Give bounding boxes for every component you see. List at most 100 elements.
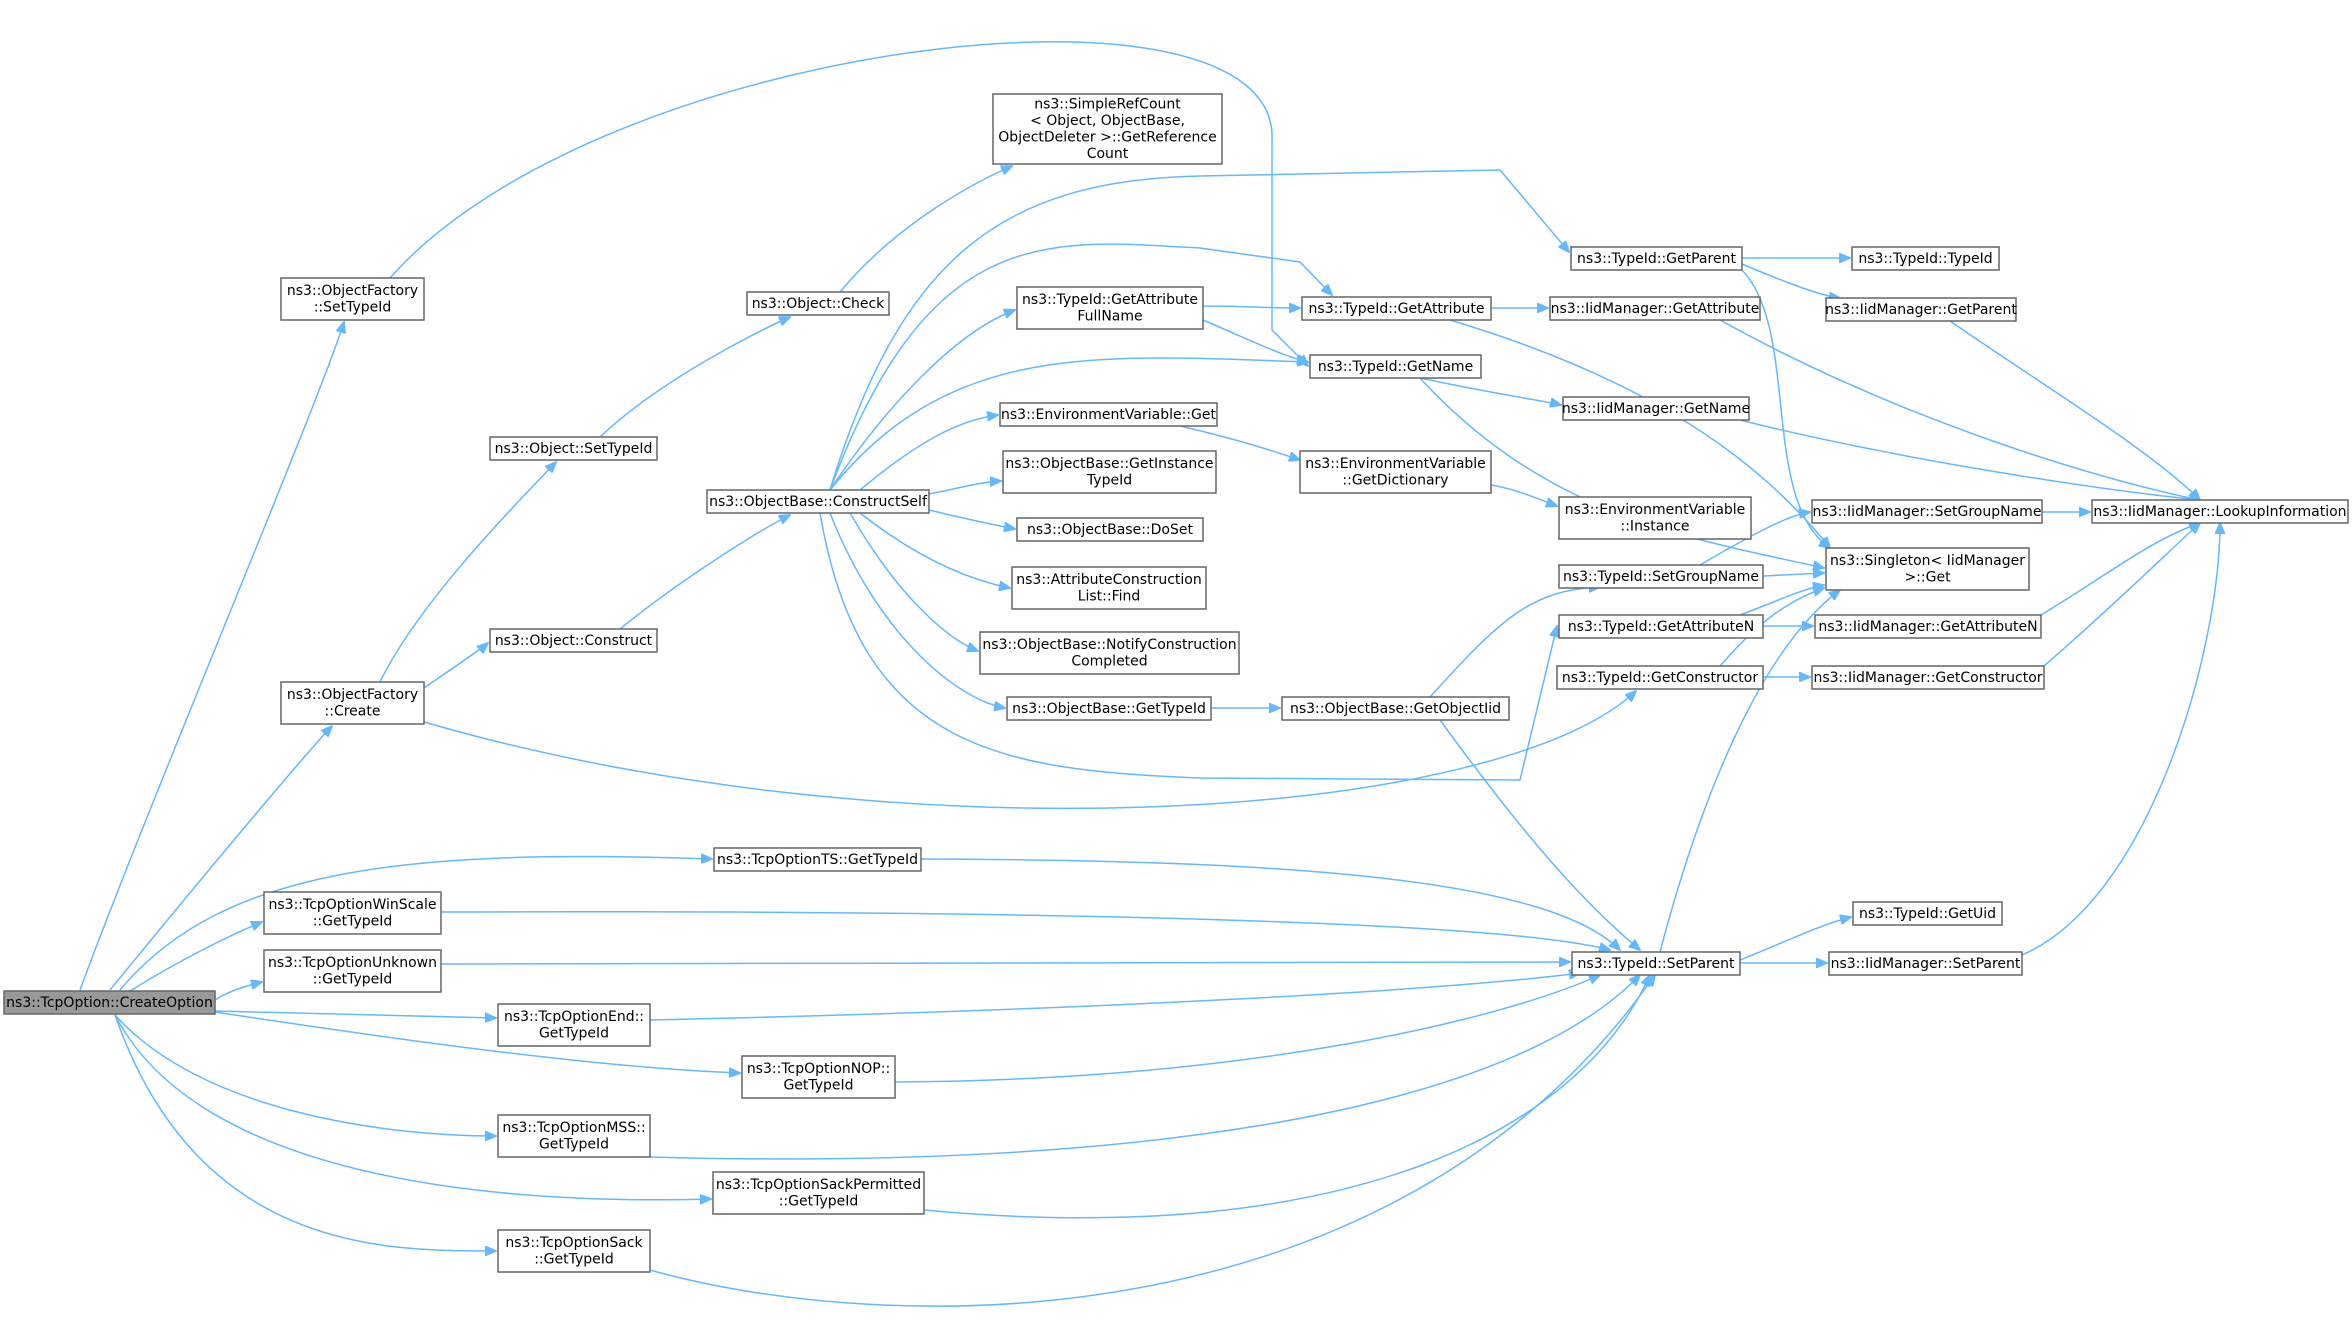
edge-create_option-to-mss_gettypeid bbox=[114, 1014, 496, 1136]
node-label: ns3::TypeId::GetAttribute bbox=[1309, 301, 1485, 317]
node-label: ns3::ObjectBase::GetObjectIid bbox=[1290, 701, 1501, 717]
node-label: ns3::ObjectFactory bbox=[287, 283, 418, 299]
edge-construct_self-to-typeid_getattributen bbox=[819, 512, 1557, 781]
node-box bbox=[497, 1003, 651, 1047]
edge-create_option-to-ts_gettypeid bbox=[119, 856, 712, 991]
node-typeid_typeid[interactable]: ns3::TypeId::TypeId bbox=[1851, 246, 2000, 271]
node-box bbox=[1281, 696, 1510, 721]
node-nop_gettypeid[interactable]: ns3::TcpOptionNOP::GetTypeId bbox=[741, 1055, 896, 1099]
node-iid_getattributen[interactable]: ns3::IidManager::GetAttributeN bbox=[1814, 614, 2042, 639]
node-obj_settypeid[interactable]: ns3::Object::SetTypeId bbox=[489, 436, 658, 461]
node-label: ::GetTypeId bbox=[779, 1194, 859, 1210]
node-of_settypeid[interactable]: ns3::ObjectFactory::SetTypeId bbox=[280, 277, 425, 321]
node-label: ns3::Object::Construct bbox=[495, 633, 653, 649]
node-label: ns3::ObjectBase::GetTypeId bbox=[1012, 701, 1206, 717]
node-simplerefcount[interactable]: ns3::SimpleRefCount< Object, ObjectBase,… bbox=[992, 93, 1223, 165]
node-singleton_get[interactable]: ns3::Singleton< IidManager>::Get bbox=[1825, 547, 2030, 591]
edge-construct_self-to-notify_construction bbox=[849, 512, 978, 651]
edge-construct_self-to-typeid_getparent bbox=[829, 169, 1569, 491]
node-label: ns3::SimpleRefCount bbox=[1034, 97, 1181, 113]
node-box bbox=[1309, 354, 1482, 379]
node-box bbox=[1299, 450, 1492, 494]
edge-obj_construct-to-construct_self bbox=[619, 515, 790, 630]
node-end_gettypeid[interactable]: ns3::TcpOptionEnd::GetTypeId bbox=[497, 1003, 651, 1047]
edge-of_create-to-obj_settypeid bbox=[379, 462, 556, 683]
edge-construct_self-to-typeid_getattribute bbox=[829, 243, 1332, 491]
edge-typeid_getparent-to-iid_getparent bbox=[1741, 263, 1840, 298]
node-iid_getparent[interactable]: ns3::IidManager::GetParent bbox=[1825, 297, 2017, 322]
node-box bbox=[1006, 696, 1212, 721]
node-label: < Object, ObjectBase, bbox=[1030, 113, 1185, 129]
node-iid_setgroupname[interactable]: ns3::IidManager::SetGroupName bbox=[1811, 499, 2043, 524]
node-label: ns3::TypeId::GetName bbox=[1318, 359, 1473, 375]
edge-nop_gettypeid-to-typeid_setparent bbox=[894, 975, 1600, 1083]
node-typeid_getconstructor[interactable]: ns3::TypeId::GetConstructor bbox=[1556, 665, 1764, 690]
edge-getattr_fullname-to-typeid_getattribute bbox=[1202, 306, 1300, 308]
node-label: List::Find bbox=[1078, 589, 1141, 605]
node-obj_check[interactable]: ns3::Object::Check bbox=[746, 291, 890, 316]
node-mss_gettypeid[interactable]: ns3::TcpOptionMSS::GetTypeId bbox=[497, 1114, 651, 1158]
node-box bbox=[489, 628, 658, 653]
node-box bbox=[263, 891, 442, 935]
node-box bbox=[1002, 450, 1217, 494]
node-doset[interactable]: ns3::ObjectBase::DoSet bbox=[1016, 517, 1204, 542]
node-label: ns3::ObjectFactory bbox=[287, 687, 418, 703]
node-typeid_getattribute[interactable]: ns3::TypeId::GetAttribute bbox=[1301, 296, 1492, 321]
node-label: ns3::TcpOptionEnd:: bbox=[504, 1009, 644, 1025]
node-label: ns3::TcpOptionUnknown bbox=[268, 955, 437, 971]
node-label: ns3::IidManager::SetGroupName bbox=[1813, 504, 2042, 520]
node-label: ns3::TypeId::GetConstructor bbox=[1562, 670, 1758, 686]
node-label: GetTypeId bbox=[783, 1078, 853, 1094]
node-sack_gettypeid[interactable]: ns3::TcpOptionSack::GetTypeId bbox=[497, 1229, 651, 1273]
node-env_get[interactable]: ns3::EnvironmentVariable::Get bbox=[999, 402, 1218, 427]
edge-typeid_setgroupname-to-iid_setgroupname bbox=[1699, 512, 1810, 566]
node-label: ns3::IidManager::GetConstructor bbox=[1813, 670, 2042, 686]
node-typeid_setgroupname[interactable]: ns3::TypeId::SetGroupName bbox=[1558, 564, 1764, 589]
node-label: ns3::TcpOptionNOP:: bbox=[747, 1061, 890, 1077]
node-iid_getname[interactable]: ns3::IidManager::GetName bbox=[1562, 396, 1750, 421]
node-typeid_getname[interactable]: ns3::TypeId::GetName bbox=[1309, 354, 1482, 379]
node-env_getdictionary[interactable]: ns3::EnvironmentVariable::GetDictionary bbox=[1299, 450, 1492, 494]
node-create_option[interactable]: ns3::TcpOption::CreateOption bbox=[3, 990, 216, 1015]
edge-sackperm_gettypeid-to-typeid_setparent bbox=[923, 975, 1650, 1219]
node-of_create[interactable]: ns3::ObjectFactory::Create bbox=[280, 681, 425, 725]
node-label: ObjectDeleter >::GetReference bbox=[998, 130, 1216, 146]
node-ob_gettypeid[interactable]: ns3::ObjectBase::GetTypeId bbox=[1006, 696, 1212, 721]
edge-iid_getconstructor-to-iid_lookup bbox=[2043, 523, 2200, 667]
node-label: ns3::ObjectBase::GetInstance bbox=[1005, 456, 1213, 472]
node-ts_gettypeid[interactable]: ns3::TcpOptionTS::GetTypeId bbox=[713, 847, 922, 872]
node-obj_construct[interactable]: ns3::Object::Construct bbox=[489, 628, 658, 653]
edge-iid_getparent-to-iid_lookup bbox=[1949, 320, 2200, 500]
edge-typeid_getattributen-to-singleton_get bbox=[1739, 585, 1824, 616]
node-label: ns3::TypeId::SetGroupName bbox=[1563, 569, 1759, 585]
node-typeid_setparent[interactable]: ns3::TypeId::SetParent bbox=[1571, 951, 1741, 976]
edge-construct_self-to-env_get bbox=[859, 415, 998, 491]
edge-iid_getattributen-to-iid_lookup bbox=[2040, 523, 2200, 616]
edge-create_option-to-winscale_gettypeid bbox=[129, 922, 262, 992]
node-winscale_gettypeid[interactable]: ns3::TcpOptionWinScale::GetTypeId bbox=[263, 891, 442, 935]
edge-env_getdictionary-to-env_instance bbox=[1490, 484, 1557, 506]
node-construct_self[interactable]: ns3::ObjectBase::ConstructSelf bbox=[706, 489, 930, 514]
node-iid_getattribute[interactable]: ns3::IidManager::GetAttribute bbox=[1549, 296, 1761, 321]
node-label: >::Get bbox=[1904, 570, 1951, 586]
node-typeid_getattributen[interactable]: ns3::TypeId::GetAttributeN bbox=[1558, 614, 1764, 639]
node-sackperm_gettypeid[interactable]: ns3::TcpOptionSackPermitted::GetTypeId bbox=[712, 1171, 925, 1215]
node-typeid_getparent[interactable]: ns3::TypeId::GetParent bbox=[1570, 246, 1743, 271]
node-label: ns3::EnvironmentVariable bbox=[1305, 456, 1486, 472]
node-typeid_getuid[interactable]: ns3::TypeId::GetUid bbox=[1852, 901, 2003, 926]
edge-construct_self-to-getinstance_typeid bbox=[928, 481, 1001, 495]
node-label: ns3::TcpOptionMSS:: bbox=[502, 1120, 645, 1136]
node-env_instance[interactable]: ns3::EnvironmentVariable::Instance bbox=[1558, 496, 1752, 540]
node-notify_construction[interactable]: ns3::ObjectBase::NotifyConstructionCompl… bbox=[979, 631, 1240, 675]
node-getobjectiid[interactable]: ns3::ObjectBase::GetObjectIid bbox=[1281, 696, 1510, 721]
node-iid_setparent[interactable]: ns3::IidManager::SetParent bbox=[1828, 951, 2023, 976]
edge-create_option-to-unknown_gettypeid bbox=[214, 982, 262, 1001]
node-unknown_gettypeid[interactable]: ns3::TcpOptionUnknown::GetTypeId bbox=[263, 949, 442, 993]
node-box bbox=[1016, 517, 1204, 542]
node-box bbox=[1556, 665, 1764, 690]
node-iid_getconstructor[interactable]: ns3::IidManager::GetConstructor bbox=[1811, 665, 2045, 690]
node-iid_lookup[interactable]: ns3::IidManager::LookupInformation bbox=[2091, 499, 2349, 524]
